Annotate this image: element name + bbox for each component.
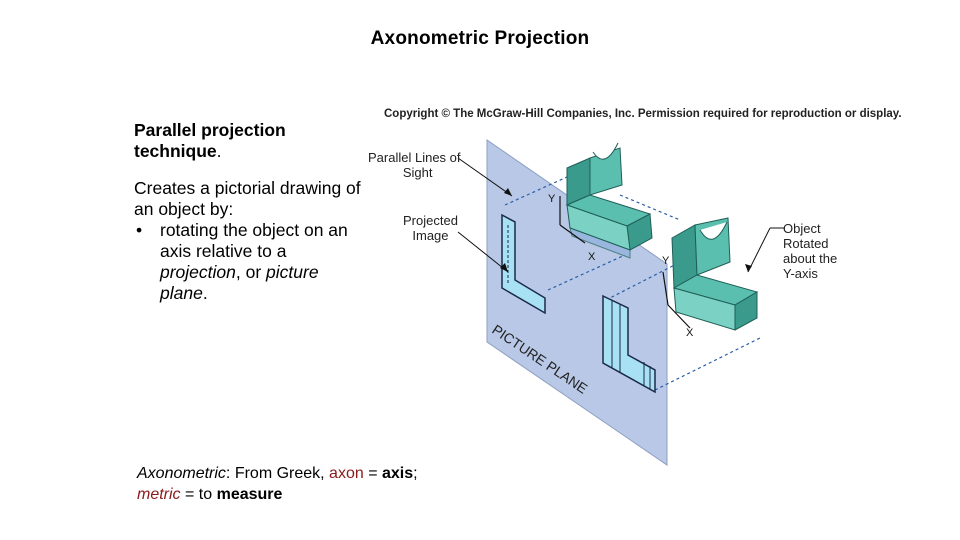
- bullet-em-picture-plane: picture plane: [160, 262, 319, 303]
- projected-image-right: [602, 294, 656, 394]
- object-rotated: [671, 217, 759, 331]
- object-original: [565, 142, 653, 259]
- footer-axis: axis: [381, 465, 414, 482]
- intro-paragraph: Creates a pictorial drawing of an object…: [134, 178, 364, 220]
- footer-colon: : From Greek,: [225, 465, 330, 482]
- axis-lines: [559, 196, 691, 329]
- figure-copyright: Copyright © The McGraw-Hill Companies, I…: [384, 108, 902, 120]
- bullet-part3: .: [202, 283, 208, 303]
- lines-of-sight: [504, 171, 761, 391]
- footer-measure: measure: [216, 486, 283, 503]
- label-projected-line2: Image: [412, 228, 449, 243]
- slide-title: Axonometric Projection: [370, 28, 590, 49]
- projected-image-left: [501, 213, 546, 315]
- bullet-list: rotating the object on an axis relative …: [134, 220, 364, 304]
- footer-semi: ;: [413, 465, 418, 482]
- label-parallel-lines: Parallel Lines of Sight: [368, 150, 461, 180]
- axis-y-rotated: Y: [662, 255, 670, 267]
- bullet-item: rotating the object on an axis relative …: [134, 220, 364, 304]
- label-parallel-line1: Parallel Lines of: [368, 150, 461, 165]
- footer-eq2: = to: [180, 486, 217, 503]
- axis-x-rotated: X: [686, 327, 694, 339]
- heading-bold: Parallel projection technique: [134, 120, 286, 161]
- leader-lines: [457, 157, 785, 273]
- footer-metric: metric: [137, 486, 181, 503]
- leader-arrowheads: [500, 188, 752, 272]
- left-text-block: Parallel projection technique. Creates a…: [134, 120, 364, 304]
- footer-axon: axon: [329, 465, 364, 482]
- bullet-em-projection: projection: [160, 262, 236, 282]
- projected-image-right-lines: [611, 300, 651, 389]
- axis-y-original: Y: [548, 193, 556, 205]
- intro-text: Creates a pictorial drawing of an object…: [134, 178, 361, 219]
- footer-term: Axonometric: [137, 465, 226, 482]
- label-parallel-line2: Sight: [402, 165, 433, 180]
- picture-plane-label: PICTURE PLANE: [489, 321, 590, 396]
- label-object-line4: Y-axis: [783, 266, 818, 281]
- label-object-line3: about the: [783, 251, 838, 266]
- picture-plane: [486, 139, 668, 466]
- label-object-line2: Rotated: [783, 236, 829, 251]
- footer-eq1: =: [363, 465, 382, 482]
- heading-end: .: [216, 141, 222, 161]
- footer-definition: Axonometric: From Greek, axon = axis; met…: [137, 463, 418, 505]
- bullet-part2: , or: [235, 262, 267, 282]
- label-object-rotated: Object Rotated about the Y-axis: [783, 221, 837, 281]
- label-projected-image: Projected Image: [403, 213, 458, 243]
- axis-x-original: X: [588, 251, 596, 263]
- heading-paragraph: Parallel projection technique.: [134, 120, 364, 162]
- label-object-line1: Object: [783, 221, 821, 236]
- bullet-part1: rotating the object on an axis relative …: [160, 220, 348, 261]
- label-projected-line1: Projected: [403, 213, 458, 228]
